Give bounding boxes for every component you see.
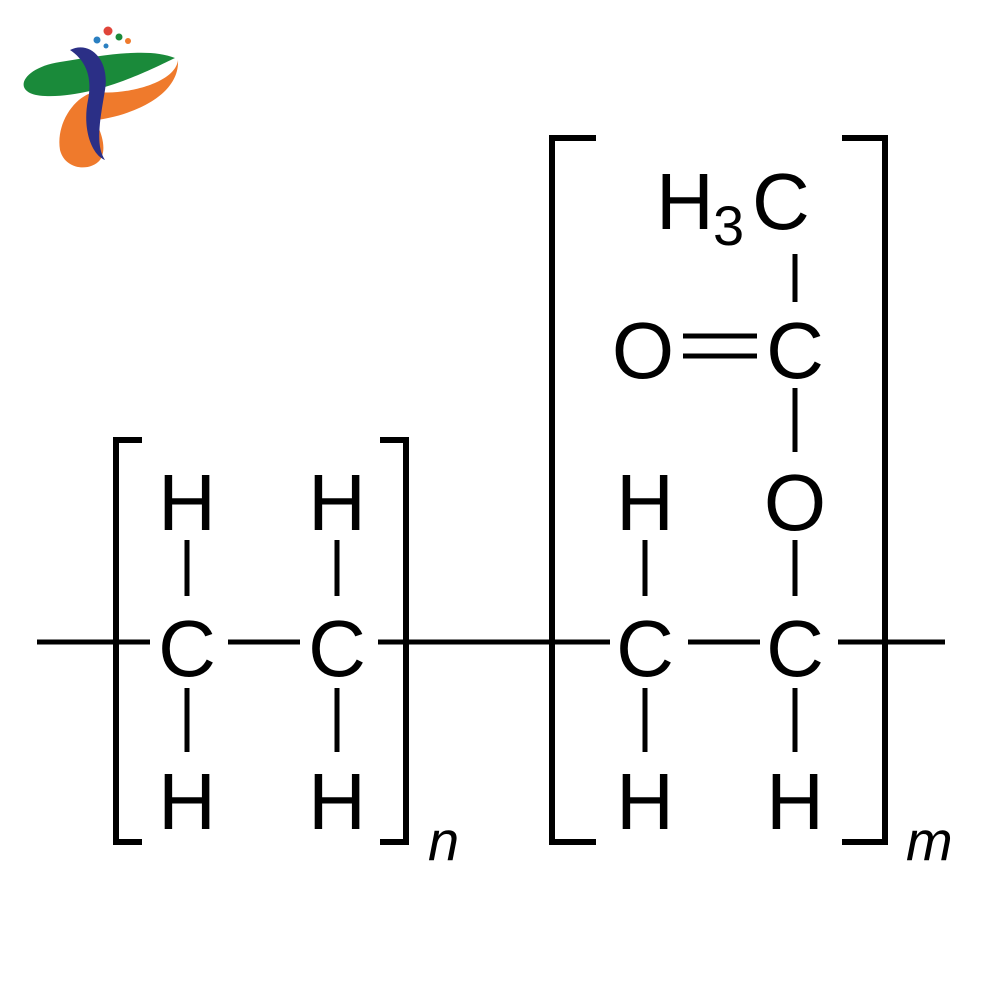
bracket-m-right bbox=[842, 135, 888, 845]
atom-carbonyl-o: O bbox=[612, 306, 674, 395]
atom-h-c4-bottom: H bbox=[766, 757, 824, 846]
atom-c2: C bbox=[308, 604, 366, 693]
logo-navy-loop bbox=[70, 47, 106, 160]
atom-h-c3-top: H bbox=[616, 458, 674, 547]
atom-h-c2-bottom: H bbox=[308, 757, 366, 846]
atom-methyl-h: H bbox=[656, 157, 714, 246]
bracket-m-left bbox=[549, 135, 596, 845]
logo-orange-loop bbox=[59, 60, 179, 168]
atom-h-c1-top: H bbox=[158, 458, 216, 547]
atom-methyl-subscript: 3 bbox=[713, 194, 744, 257]
logo-dot-orange bbox=[125, 38, 131, 44]
repeat-index-m: m bbox=[906, 809, 953, 872]
bracket-n-right bbox=[380, 437, 409, 845]
logo-dot-green bbox=[115, 33, 123, 41]
atom-h-c1-bottom: H bbox=[158, 757, 216, 846]
logo bbox=[23, 26, 179, 168]
logo-dot-blue bbox=[93, 36, 101, 44]
logo-dot-red bbox=[103, 26, 113, 36]
atom-c4: C bbox=[766, 604, 824, 693]
repeat-index-n: n bbox=[428, 809, 459, 872]
atom-carbonyl-c: C bbox=[766, 306, 824, 395]
atom-h-c3-bottom: H bbox=[616, 757, 674, 846]
logo-dot-small-blue bbox=[103, 43, 109, 49]
atom-methyl-c: C bbox=[752, 157, 810, 246]
atom-c3: C bbox=[616, 604, 674, 693]
bracket-n-left bbox=[113, 437, 142, 845]
atom-ester-o: O bbox=[764, 458, 826, 547]
atom-c1: C bbox=[158, 604, 216, 693]
atom-h-c2-top: H bbox=[308, 458, 366, 547]
